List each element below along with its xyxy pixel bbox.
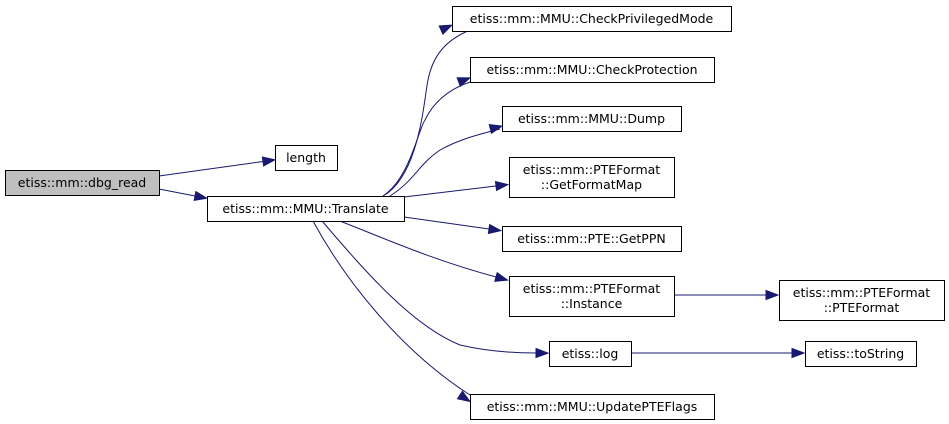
node-box: [470, 57, 715, 83]
arrowhead: [438, 24, 454, 35]
node-instance[interactable]: etiss::mm::PTEFormat::Instance: [509, 276, 675, 317]
node-label: ::Instance: [561, 296, 623, 311]
node-label: etiss::mm::MMU::CheckProtection: [486, 62, 697, 77]
node-label: etiss::mm::PTEFormat: [523, 281, 661, 296]
node-label: etiss::mm::PTEFormat: [523, 162, 661, 177]
node-label: etiss::log: [562, 346, 619, 361]
arrowhead: [487, 223, 503, 235]
node-label: length: [286, 150, 326, 165]
node-box: [275, 145, 338, 171]
node-label: etiss::toString: [817, 346, 904, 361]
node-checkpriv[interactable]: etiss::mm::MMU::CheckPrivilegedMode: [452, 6, 732, 32]
node-checkprot[interactable]: etiss::mm::MMU::CheckProtection: [470, 57, 715, 83]
node-label: ::GetFormatMap: [541, 177, 642, 192]
edge-translate-to-dump: [389, 124, 504, 197]
node-box: [470, 394, 715, 420]
edge-line: [339, 220, 497, 278]
node-label: etiss::mm::MMU::Dump: [518, 111, 665, 126]
node-box: [509, 276, 675, 317]
node-tostring[interactable]: etiss::toString: [805, 341, 917, 367]
arrowhead: [488, 124, 504, 135]
node-box: [502, 226, 682, 252]
node-label: etiss::mm::PTE::GetPPN: [517, 231, 666, 246]
node-box: [502, 106, 682, 132]
edge-dbg_read-to-length: [158, 156, 277, 177]
arrowhead: [456, 390, 472, 403]
edge-line: [403, 185, 497, 198]
edge-line: [382, 29, 471, 197]
node-box: [805, 341, 917, 367]
edge-line: [312, 220, 471, 396]
node-box: [5, 170, 160, 196]
arrowhead: [535, 347, 550, 359]
arrowhead: [494, 180, 510, 192]
arrowhead: [261, 156, 277, 167]
node-label: etiss::mm::MMU::Translate: [222, 201, 388, 216]
node-getppn[interactable]: etiss::mm::PTE::GetPPN: [502, 226, 682, 252]
node-length[interactable]: length: [275, 145, 338, 171]
edge-line: [382, 81, 471, 197]
edge-line: [158, 188, 196, 197]
edge-line: [389, 128, 501, 197]
node-dbg_read[interactable]: etiss::mm::dbg_read: [5, 170, 160, 196]
node-translate[interactable]: etiss::mm::MMU::Translate: [207, 196, 405, 222]
arrowhead: [193, 190, 209, 202]
edge-translate-to-log: [321, 220, 550, 359]
edge-translate-to-checkprot: [382, 77, 472, 197]
edge-translate-to-instance: [339, 220, 509, 282]
arrowhead: [456, 77, 472, 88]
node-dump[interactable]: etiss::mm::MMU::Dump: [502, 106, 682, 132]
node-label: ::PTEFormat: [824, 300, 900, 315]
node-pteformat[interactable]: etiss::mm::PTEFormat::PTEFormat: [779, 280, 945, 321]
node-box: [207, 196, 405, 222]
node-label: etiss::mm::MMU::CheckPrivilegedMode: [470, 11, 714, 26]
node-updatepte[interactable]: etiss::mm::MMU::UpdatePTEFlags: [470, 394, 715, 420]
edge-line: [403, 216, 490, 230]
edge-dbg_read-to-translate: [158, 188, 209, 202]
node-box: [779, 280, 945, 321]
arrowhead: [494, 271, 509, 282]
node-getformatmap[interactable]: etiss::mm::PTEFormat::GetFormatMap: [509, 157, 675, 198]
node-box: [509, 157, 675, 198]
edge-translate-to-getppn: [403, 216, 503, 235]
edge-line: [321, 220, 537, 354]
edge-instance-to-pteformat: [674, 289, 780, 301]
node-label: etiss::mm::MMU::UpdatePTEFlags: [487, 399, 698, 414]
node-label: etiss::mm::dbg_read: [18, 175, 147, 190]
edge-log-to-tostring: [631, 347, 806, 359]
edge-line: [158, 161, 264, 177]
edge-translate-to-getformatmap: [403, 180, 510, 198]
edge-translate-to-checkpriv: [382, 24, 471, 197]
node-label: etiss::mm::PTEFormat: [793, 285, 931, 300]
node-box: [452, 6, 732, 32]
arrowhead: [791, 347, 806, 359]
arrowhead: [765, 289, 780, 301]
edge-translate-to-updatepte: [312, 220, 472, 403]
node-log[interactable]: etiss::log: [549, 341, 632, 367]
node-box: [549, 341, 632, 367]
